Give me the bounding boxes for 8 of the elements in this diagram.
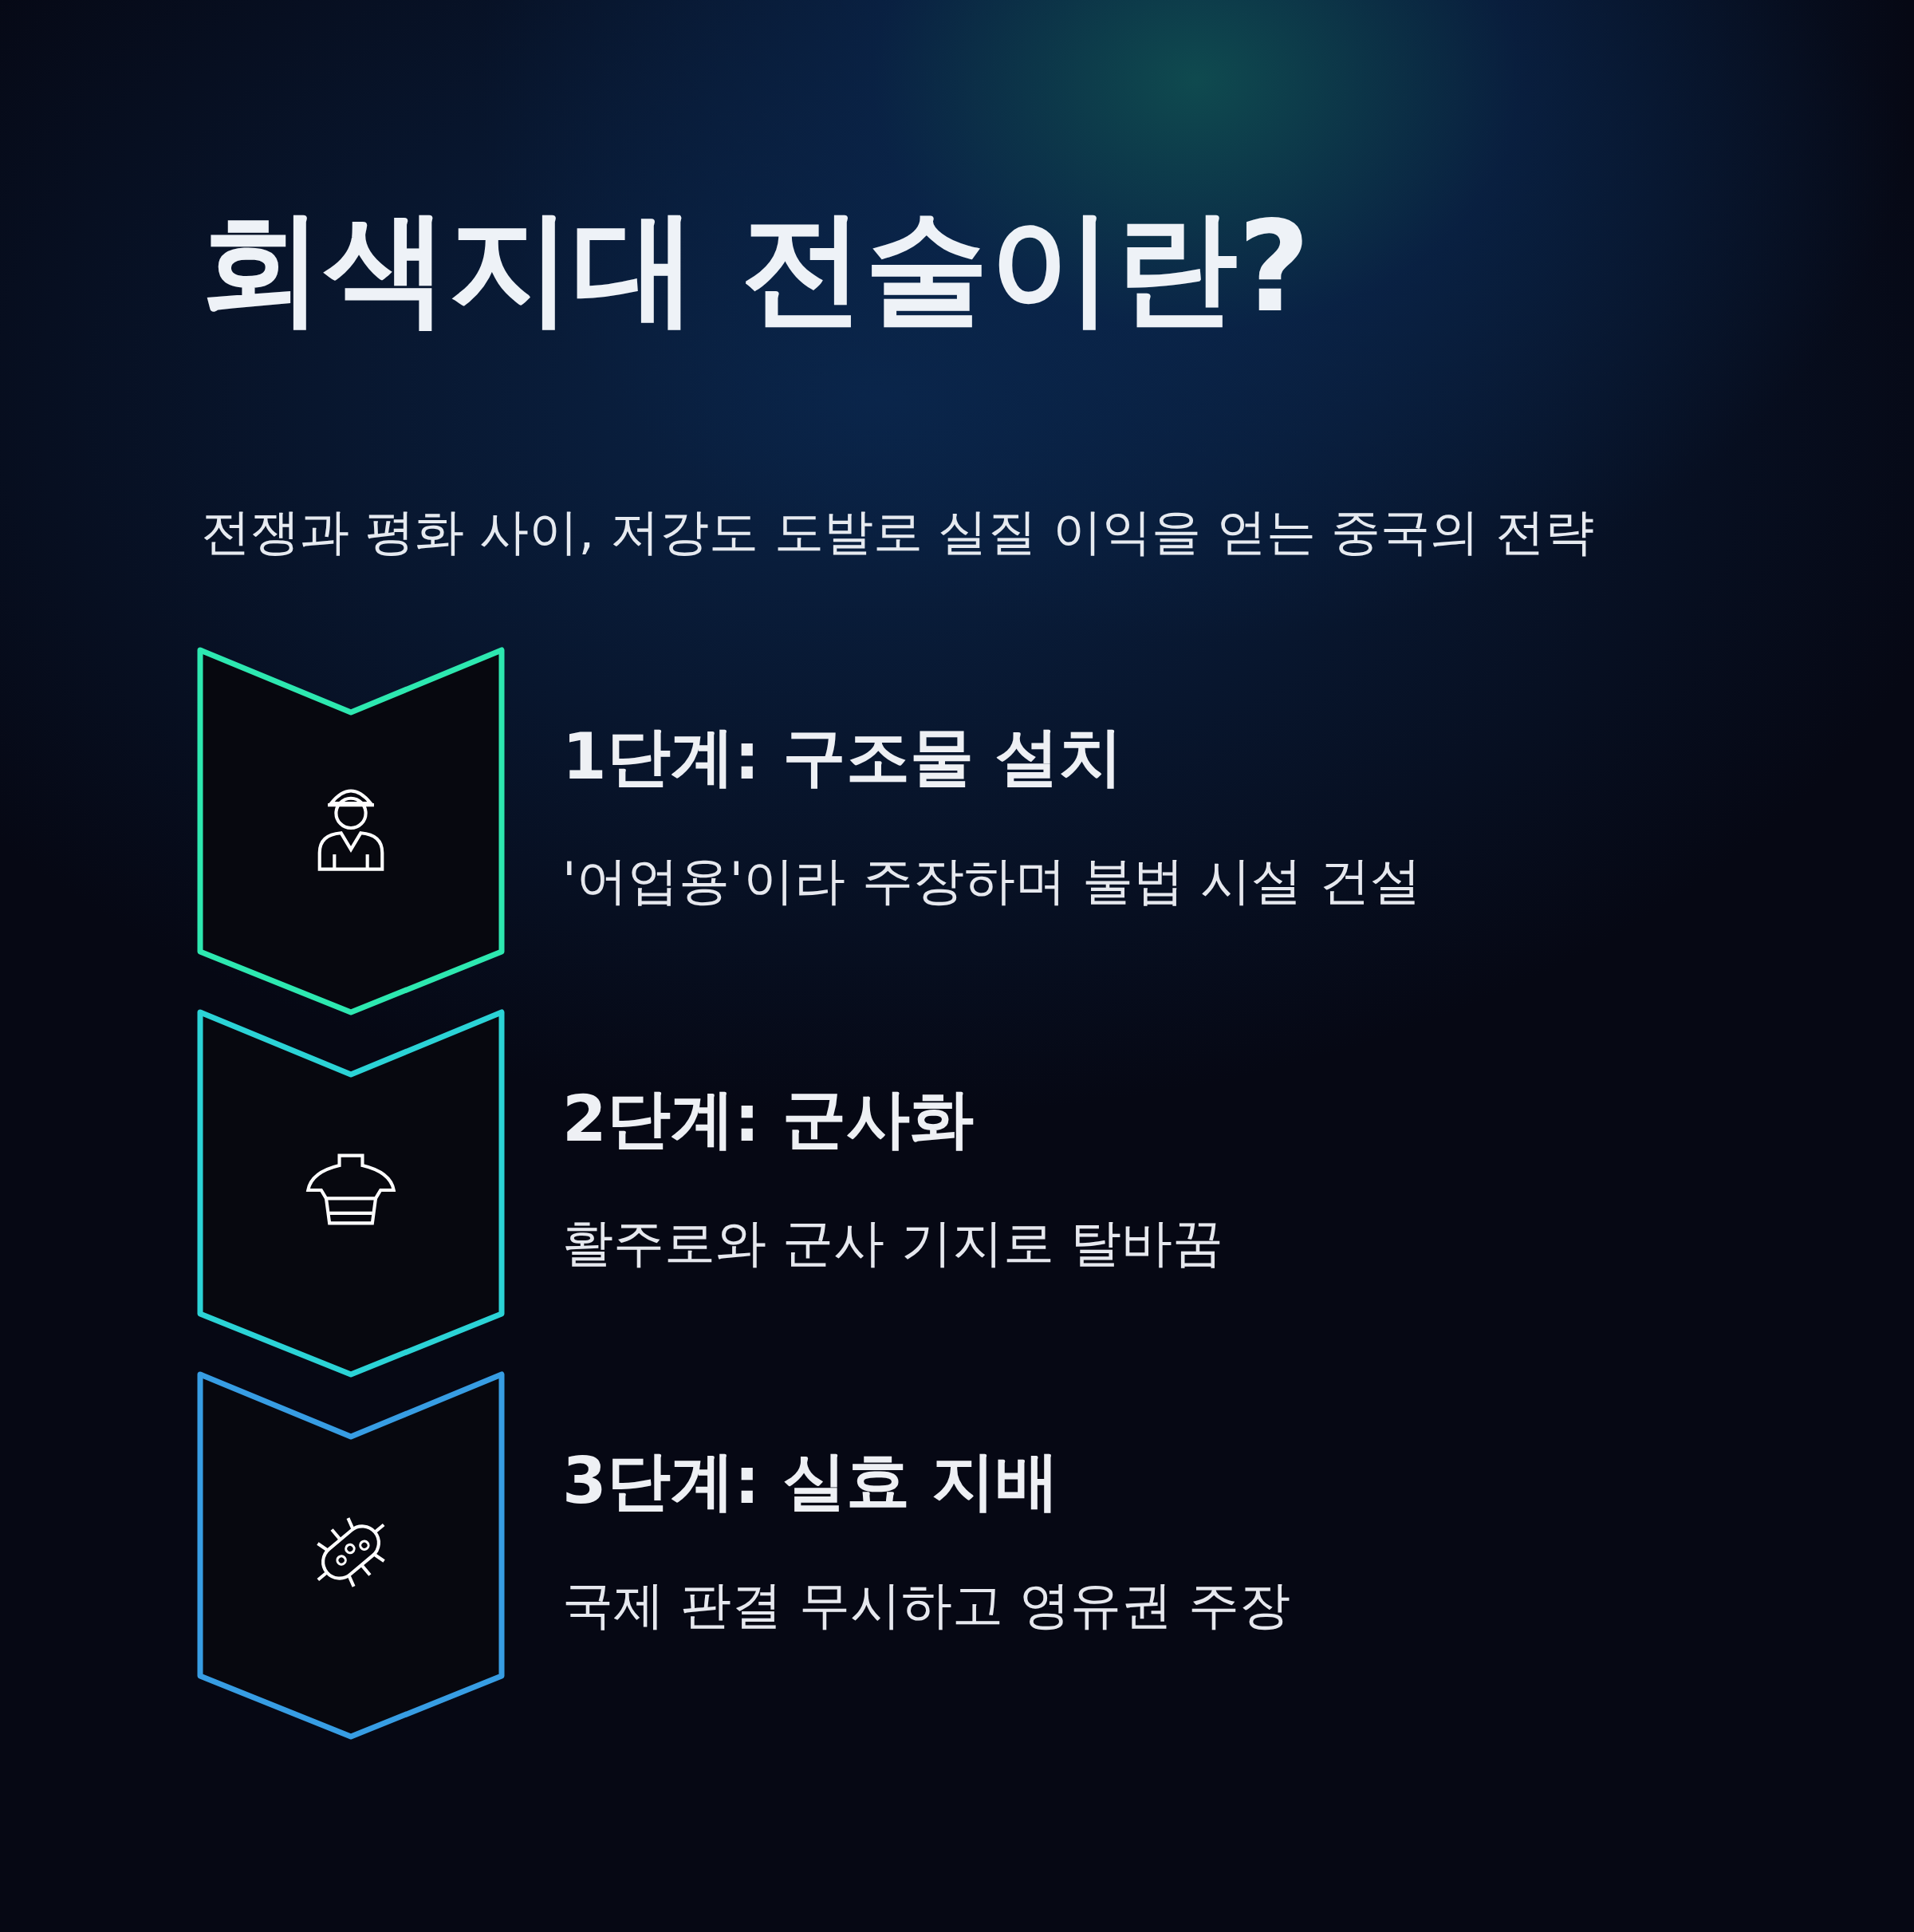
step-description: 활주로와 군사 기지로 탈바꿈	[562, 1212, 1224, 1274]
title: 회색지대 전술이란?	[199, 199, 1310, 337]
step-heading: 1단계: 구조물 설치	[562, 719, 1124, 795]
subtitle: 전쟁과 평화 사이, 저강도 도발로 실질 이익을 얻는 중국의 전략	[201, 503, 1595, 562]
step-heading: 2단계: 군사화	[562, 1081, 974, 1157]
step-heading: 3단계: 실효 지배	[562, 1443, 1060, 1520]
step-description: 국제 판결 무시하고 영유권 주장	[562, 1575, 1291, 1636]
step-description: '어업용'이라 주장하며 불법 시설 건설	[562, 850, 1421, 912]
